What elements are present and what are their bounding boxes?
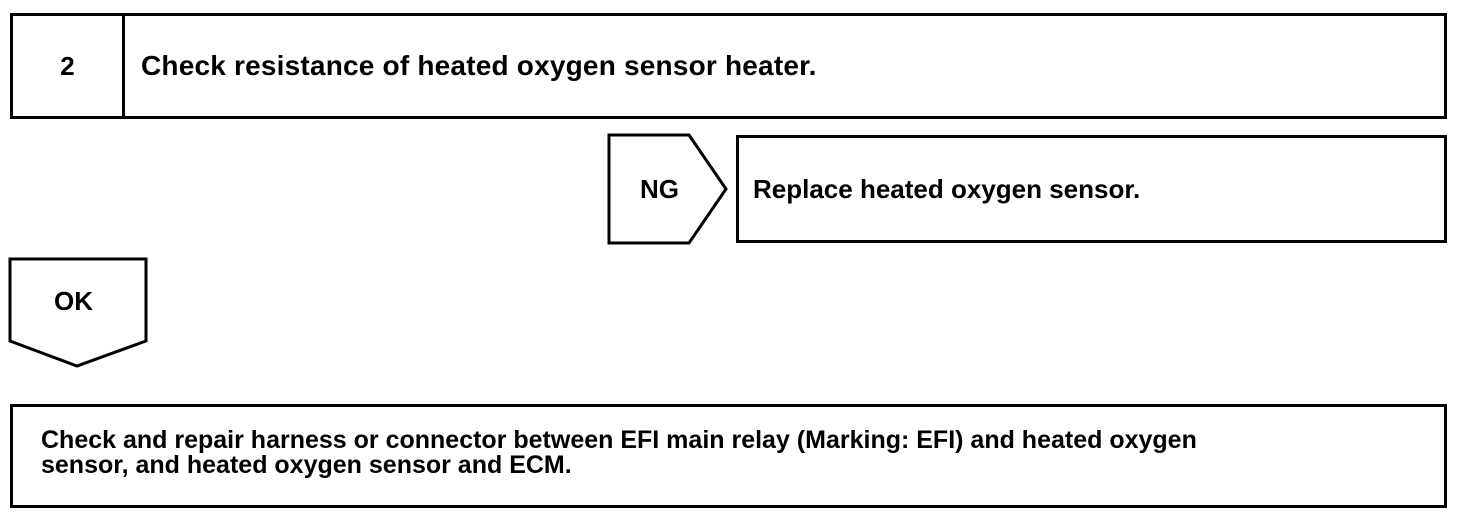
- ng-arrow-shape: [607, 133, 728, 245]
- ng-label: NG: [640, 174, 679, 204]
- ng-action-box: Replace heated oxygen sensor.: [736, 135, 1447, 243]
- step-number: 2: [13, 16, 125, 116]
- next-action-box: Check and repair harness or connector be…: [10, 404, 1447, 508]
- next-action-line2: sensor, and heated oxygen sensor and ECM…: [41, 451, 572, 479]
- ok-arrow-shape: [8, 257, 148, 368]
- ng-action-text: Replace heated oxygen sensor.: [753, 173, 1141, 204]
- next-action-line1: Check and repair harness or connector be…: [41, 426, 1197, 454]
- ok-label: OK: [54, 286, 93, 316]
- step-box: 2 Check resistance of heated oxygen sens…: [10, 13, 1447, 119]
- step-title: Check resistance of heated oxygen sensor…: [141, 50, 817, 81]
